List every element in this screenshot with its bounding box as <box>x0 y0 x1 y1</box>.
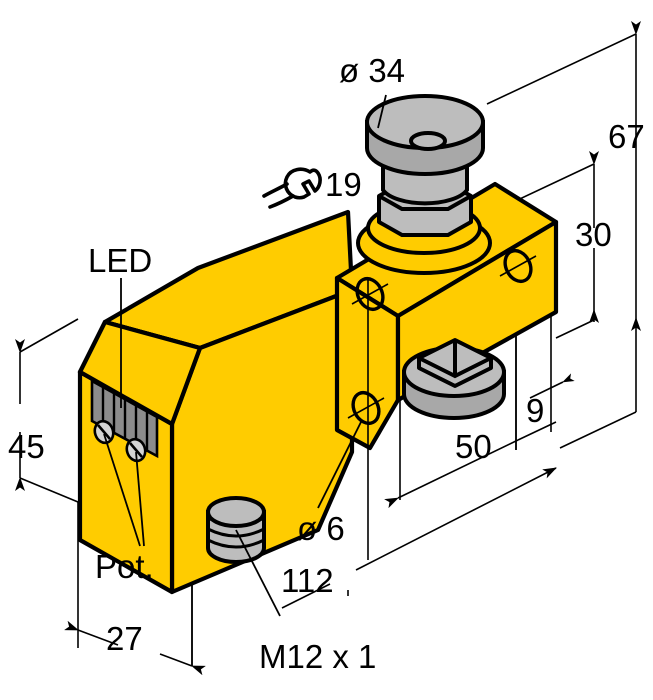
dim-label-112: 112 <box>281 562 334 599</box>
wrench-icon <box>262 167 322 209</box>
dim-label-9: 9 <box>526 392 544 429</box>
label-wrench-size: 19 <box>325 166 362 203</box>
leader-pot-2 <box>135 451 145 547</box>
mounting-hole-right <box>499 248 537 284</box>
dim-45 <box>15 318 79 503</box>
upper-mounting-stud <box>356 94 492 275</box>
lower-mounting-hub <box>402 338 506 420</box>
potentiometer-screws <box>93 419 147 463</box>
leader-d34 <box>377 94 387 129</box>
mounting-holes <box>347 248 537 560</box>
body-left-bevel <box>77 319 203 427</box>
dim-label-27: 27 <box>106 620 143 657</box>
dim-67 <box>486 21 641 449</box>
label-diameter-34: ø 34 <box>339 52 405 89</box>
pot-screw-2 <box>125 437 147 463</box>
leader-pot-1 <box>103 433 141 547</box>
dim-label-67: 67 <box>608 118 645 155</box>
label-led: LED <box>88 242 152 279</box>
label-m12-thread: M12 x 1 <box>259 638 376 675</box>
label-pot: Pot. <box>95 548 154 585</box>
mounting-hole-upper <box>351 276 389 312</box>
dim-label-50: 50 <box>455 428 492 465</box>
leader-lines <box>103 94 387 617</box>
pot-screw-1 <box>93 419 115 445</box>
dim-label-45: 45 <box>8 428 45 465</box>
leader-hole6 <box>317 419 363 509</box>
label-diameter-6: ø 6 <box>297 510 345 547</box>
disc-head-center-bore <box>409 131 447 151</box>
connector-top <box>206 496 266 528</box>
m12-connector <box>206 496 266 564</box>
mounting-hole-lower <box>347 390 385 426</box>
leader-m12 <box>235 529 281 617</box>
dim-label-30: 30 <box>575 216 612 253</box>
